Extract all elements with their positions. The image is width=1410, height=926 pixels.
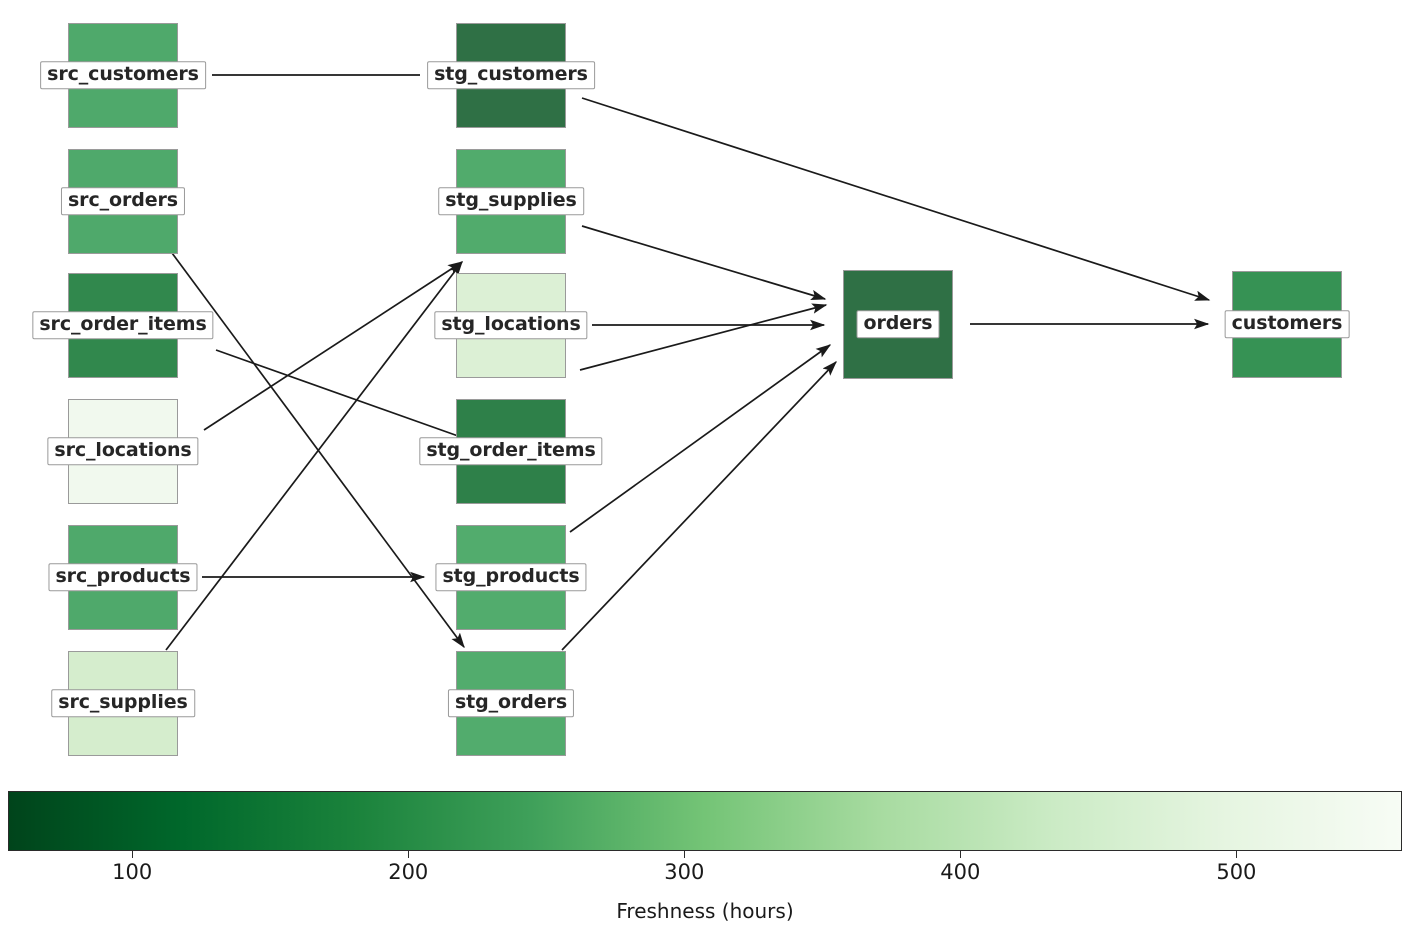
edge-group: [165, 74, 1211, 651]
node-label-stg_supplies: stg_supplies: [438, 187, 584, 215]
node-label-src_order_items: src_order_items: [32, 311, 214, 339]
node-label-src_supplies: src_supplies: [51, 689, 195, 717]
node-label-orders: orders: [856, 310, 940, 338]
edge-stg_order_items-to-orders: [579, 303, 828, 371]
colorbar: 100 200 300 400 500 Freshness (hours): [0, 780, 1410, 926]
colorbar-tick-label-300: 300: [664, 860, 705, 884]
colorbar-tick-300: [684, 851, 686, 858]
colorbar-tick-label-500: 500: [1216, 860, 1257, 884]
colorbar-tick-label-400: 400: [940, 860, 981, 884]
node-label-stg_customers: stg_customers: [427, 61, 595, 89]
edge-layer: [165, 74, 1211, 651]
node-label-src_customers: src_customers: [40, 61, 206, 89]
edge-src_order_items-to-stg_order_items: [215, 349, 477, 443]
colorbar-tick-200: [408, 851, 410, 858]
node-label-src_products: src_products: [48, 563, 198, 591]
node-label-stg_locations: stg_locations: [434, 311, 588, 339]
colorbar-gradient: [8, 791, 1402, 851]
edge-src_locations-to-stg_locations: [203, 261, 464, 431]
node-label-stg_order_items: stg_order_items: [419, 437, 603, 465]
colorbar-tick-500: [1236, 851, 1238, 858]
node-label-stg_products: stg_products: [435, 563, 587, 591]
edge-stg_supplies-to-orders: [581, 225, 827, 301]
colorbar-tick-label-100: 100: [112, 860, 153, 884]
colorbar-tick-label-200: 200: [388, 860, 429, 884]
colorbar-tick-400: [960, 851, 962, 858]
node-label-customers: customers: [1224, 310, 1350, 338]
edge-stg_products-to-orders: [569, 344, 832, 533]
colorbar-ticks: 100 200 300 400 500: [0, 851, 1410, 891]
node-label-src_orders: src_orders: [60, 187, 186, 215]
edge-stg_orders-to-orders: [561, 361, 837, 651]
colorbar-label: Freshness (hours): [616, 899, 794, 923]
node-label-stg_orders: stg_orders: [447, 689, 575, 717]
colorbar-tick-100: [132, 851, 134, 858]
node-label-src_locations: src_locations: [47, 437, 199, 465]
